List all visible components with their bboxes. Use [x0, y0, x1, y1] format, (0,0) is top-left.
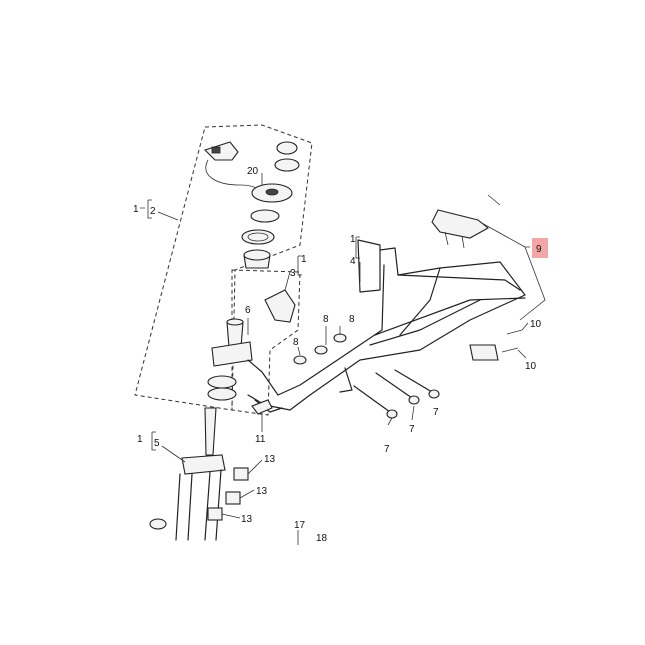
callout-1a: 1: [133, 204, 139, 215]
handle-crown-dashed-box: [231, 269, 301, 416]
steering-stem-part: [207, 318, 253, 401]
callout-4: 4: [350, 256, 356, 267]
callout-8b: 8: [349, 314, 355, 325]
callout-10a: 10: [530, 319, 542, 330]
bolt-10b: [501, 347, 519, 353]
callout-10b: 10: [525, 361, 537, 372]
callout-13c: 13: [241, 514, 253, 525]
rear-bracket-detail: [444, 194, 501, 249]
callout-18: 18: [316, 533, 328, 544]
bolt-10a: [506, 329, 523, 335]
clip-part: [251, 399, 273, 415]
dampers-part: [207, 467, 249, 521]
callout-2: 2: [150, 206, 156, 217]
ignition-switch-part: [203, 141, 293, 203]
callout-6: 6: [245, 305, 251, 316]
leader-lines: [140, 173, 546, 545]
callout-7b: 7: [409, 424, 415, 435]
callout-8a: 8: [323, 314, 329, 325]
callout-7a: 7: [384, 444, 390, 455]
callout-1b: 1: [301, 254, 307, 265]
callout-13b: 13: [256, 486, 268, 497]
front-fork-part: [149, 407, 226, 541]
main-frame-part: [247, 239, 526, 413]
highlight-box-9: [532, 238, 548, 258]
callout-5: 5: [154, 438, 160, 449]
callout-11: 11: [255, 434, 266, 445]
callout-9: 9: [536, 244, 542, 255]
rear-plate-part: [469, 344, 499, 361]
callout-1d: 1: [137, 434, 143, 445]
steering-bearing-stack: [241, 141, 300, 269]
callout-20: 20: [247, 166, 259, 177]
callout-1c: 1: [350, 234, 356, 245]
callout-3: 3: [290, 268, 296, 279]
callout-8c: 8: [293, 337, 299, 348]
rear-bracket-part: [431, 209, 489, 239]
callout-7c: 7: [433, 407, 439, 418]
long-bolts-part: [353, 369, 440, 419]
callout-17: 17: [294, 520, 306, 531]
handle-bracket-part: [264, 289, 296, 323]
callout-13a: 13: [264, 454, 276, 465]
